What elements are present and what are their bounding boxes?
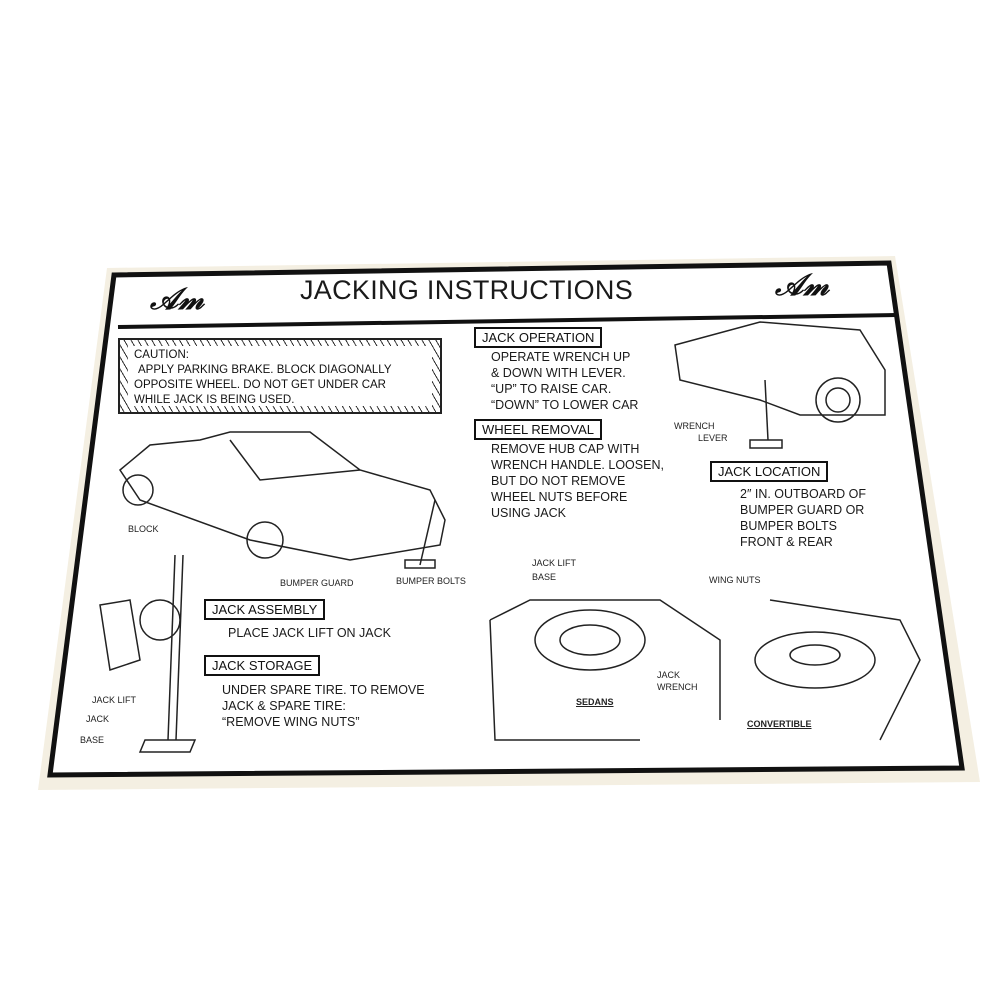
- label-bumper-guard: BUMPER GUARD: [280, 578, 354, 588]
- jack-storage-text: UNDER SPARE TIRE. TO REMOVE JACK & SPARE…: [222, 682, 425, 730]
- sedan-trunk-illustration: [489, 599, 721, 741]
- jack-location-heading: JACK LOCATION: [710, 461, 829, 482]
- jack-operation-heading: JACK OPERATION: [474, 327, 603, 348]
- label-jack-wrench: JACK: [657, 670, 681, 680]
- am-logo-right: 𝒜𝓂: [775, 268, 829, 303]
- label-jack-lift-base: BASE: [532, 572, 557, 582]
- page-title: JACKING INSTRUCTIONS: [300, 275, 634, 305]
- text-line: JACK & SPARE TIRE:: [222, 699, 346, 713]
- caution-box: CAUTION: APPLY PARKING BRAKE. BLOCK DIAG…: [118, 338, 442, 414]
- text-line: “REMOVE WING NUTS”: [222, 715, 360, 729]
- text-line: USING JACK: [491, 506, 567, 520]
- caution-line: WHILE JACK IS BEING USED.: [134, 394, 295, 406]
- text-line: 2″ IN. OUTBOARD OF: [740, 487, 866, 501]
- jack-storage-heading: JACK STORAGE: [204, 655, 321, 676]
- label-sedans: SEDANS: [576, 697, 614, 707]
- text-line: BUT DO NOT REMOVE: [491, 474, 626, 488]
- jack-assembly-text: PLACE JACK LIFT ON JACK: [228, 626, 392, 640]
- label-base: BASE: [80, 735, 105, 745]
- text-line: REMOVE HUB CAP WITH: [491, 442, 640, 456]
- label-block: BLOCK: [128, 524, 159, 534]
- text-line: FRONT & REAR: [740, 535, 833, 549]
- text-line: BUMPER GUARD OR: [740, 503, 865, 517]
- label-convertible: CONVERTIBLE: [747, 719, 812, 729]
- am-logo-left: 𝒜𝓂: [150, 282, 204, 317]
- text-line: & DOWN WITH LEVER.: [491, 366, 626, 380]
- jack-illustration: [99, 554, 197, 753]
- label-jack-lift: JACK LIFT: [92, 695, 137, 705]
- car-side-illustration: [119, 431, 446, 569]
- text-line: UNDER SPARE TIRE. TO REMOVE: [222, 683, 425, 697]
- jack-location-text: 2″ IN. OUTBOARD OF BUMPER GUARD OR BUMPE…: [740, 486, 866, 550]
- text-line: “UP” TO RAISE CAR.: [491, 382, 612, 396]
- text-line: BUMPER BOLTS: [740, 519, 838, 533]
- caution-heading: CAUTION:: [134, 349, 189, 361]
- label-jack-wrench: WRENCH: [657, 682, 698, 692]
- convertible-trunk-illustration: [754, 599, 921, 741]
- caution-line: APPLY PARKING BRAKE. BLOCK DIAGONALLY: [138, 364, 392, 376]
- wheel-removal-heading: WHEEL REMOVAL: [474, 419, 602, 440]
- title-divider: [117, 313, 897, 329]
- label-wrench: WRENCH: [674, 421, 715, 431]
- wheel-removal-text: REMOVE HUB CAP WITH WRENCH HANDLE. LOOSE…: [491, 441, 664, 521]
- car-front-illustration: [674, 321, 886, 449]
- jack-assembly-heading: JACK ASSEMBLY: [204, 599, 326, 620]
- label-lever: LEVER: [698, 433, 728, 443]
- label-bumper-bolts: BUMPER BOLTS: [396, 576, 466, 586]
- text-line: “DOWN” TO LOWER CAR: [491, 398, 639, 412]
- text-line: WHEEL NUTS BEFORE: [491, 490, 628, 504]
- label-wing-nuts: WING NUTS: [709, 575, 761, 585]
- label-jack-lift-base: JACK LIFT: [532, 558, 577, 568]
- text-line: WRENCH HANDLE. LOOSEN,: [491, 458, 664, 472]
- text-line: OPERATE WRENCH UP: [491, 350, 631, 364]
- jack-operation-text: OPERATE WRENCH UP & DOWN WITH LEVER. “UP…: [491, 349, 638, 413]
- caution-line: OPPOSITE WHEEL. DO NOT GET UNDER CAR: [134, 379, 386, 391]
- label-jack: JACK: [86, 714, 110, 724]
